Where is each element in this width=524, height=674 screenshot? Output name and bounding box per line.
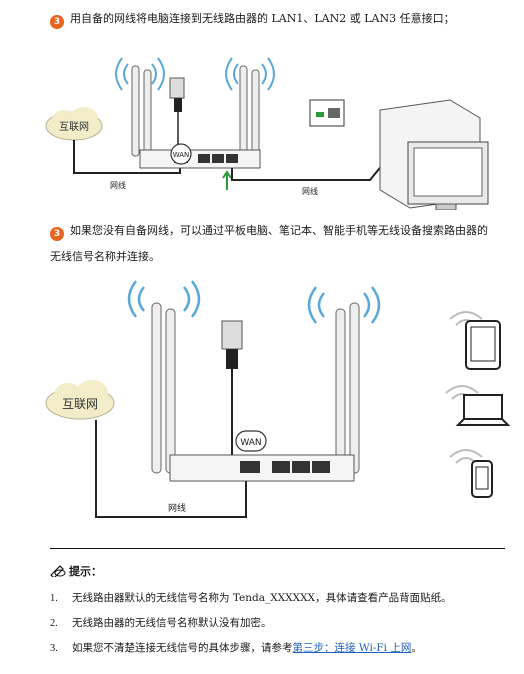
cable-label-right: 网线 xyxy=(302,186,318,196)
cable-label-left: 网线 xyxy=(110,180,126,190)
router-antennas xyxy=(131,65,260,157)
wireless-connection-diagram: 互联网 网线 WAN xyxy=(45,280,510,518)
step-instruction-wireless-cont: 无线信号名称并连接。 xyxy=(50,250,160,264)
wifi-signal-icon xyxy=(307,286,381,324)
wifi-signal-icon xyxy=(115,57,165,91)
tip-title: 提示： xyxy=(69,565,102,578)
router-antennas xyxy=(151,302,360,474)
note-end: 。 xyxy=(411,642,422,654)
pencil-note-icon xyxy=(50,565,66,579)
wan-port-callout xyxy=(235,430,267,452)
wan-label: WAN xyxy=(240,438,261,448)
cable-label: 网线 xyxy=(168,502,186,514)
cloud-label: 互联网 xyxy=(62,397,98,411)
power-adapter xyxy=(169,77,185,150)
internet-cloud xyxy=(45,380,115,420)
tablet-icon xyxy=(449,311,501,370)
note-item: 1. 无线路由器默认的无线信号名称为 Tenda_XXXXXX，具体请查看产品背面… xyxy=(50,592,452,605)
power-adapter xyxy=(221,320,243,455)
divider xyxy=(50,548,505,549)
note-item: 3. 如果您不清楚连接无线信号的具体步骤，请参考第三步：连接 Wi-Fi 上网。 xyxy=(50,642,422,655)
wan-cable xyxy=(95,420,247,518)
desktop-computer xyxy=(379,99,489,210)
lan-plug-zoom xyxy=(309,99,345,127)
step-badge: 3 xyxy=(50,227,64,241)
step-text-line2: 无线信号名称并连接。 xyxy=(50,250,160,263)
step-badge: 3 xyxy=(50,15,64,29)
note-number: 3. xyxy=(50,643,58,654)
step-text: 用自备的网线将电脑连接到无线路由器的 LAN1、LAN2 或 LAN3 任意接口… xyxy=(70,12,455,25)
note-text: 无线路由器的无线信号名称默认没有加密。 xyxy=(72,617,272,629)
note-number: 2. xyxy=(50,618,58,629)
wifi-signal-icon xyxy=(225,57,275,91)
cloud-label: 互联网 xyxy=(59,121,89,133)
router xyxy=(169,454,355,482)
wifi-signal-icon xyxy=(127,280,201,318)
note-text: 如果您不清楚连接无线信号的具体步骤，请参考 xyxy=(72,642,293,654)
router xyxy=(139,149,261,169)
smartphone-icon xyxy=(449,449,493,498)
note-text: 无线路由器默认的无线信号名称为 Tenda_XXXXXX，具体请查看产品背面贴纸… xyxy=(72,592,452,604)
wan-label: WAN xyxy=(173,151,190,159)
step-three-link[interactable]: 第三步：连接 Wi-Fi 上网 xyxy=(292,642,412,654)
note-number: 1. xyxy=(50,593,58,604)
arrow-up-icon xyxy=(222,170,232,190)
lan-cable xyxy=(231,157,389,181)
note-item: 2. 无线路由器的无线信号名称默认没有加密。 xyxy=(50,617,272,630)
step-instruction-lan: 3 用自备的网线将电脑连接到无线路由器的 LAN1、LAN2 或 LAN3 任意接… xyxy=(50,12,455,29)
laptop-icon xyxy=(445,385,510,426)
wired-connection-diagram: 互联网 网线 WAN 网线 xyxy=(45,57,489,210)
internet-cloud xyxy=(45,107,103,141)
step-text-line1: 如果您没有自备网线，可以通过平板电脑、笔记本、智能手机等无线设备搜索路由器的 xyxy=(70,224,488,237)
tip-heading: 提示： xyxy=(50,563,102,579)
wan-port-callout xyxy=(170,143,192,165)
step-instruction-wireless: 3 如果您没有自备网线，可以通过平板电脑、笔记本、智能手机等无线设备搜索路由器的 xyxy=(50,224,488,241)
